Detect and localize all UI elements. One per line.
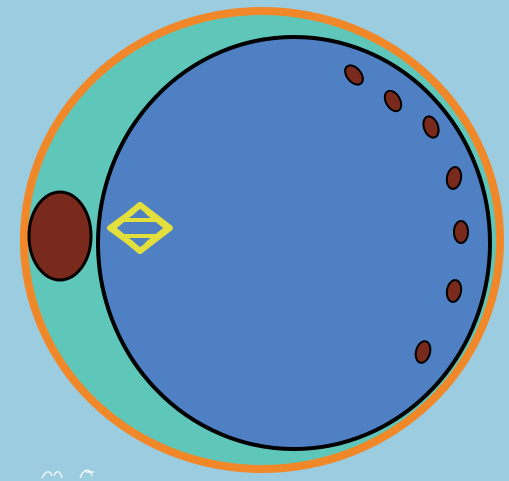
vesicle <box>454 221 468 243</box>
nucleus <box>29 192 91 280</box>
large-vacuole <box>98 37 490 449</box>
small-decorative-scribble-icon <box>40 466 110 481</box>
